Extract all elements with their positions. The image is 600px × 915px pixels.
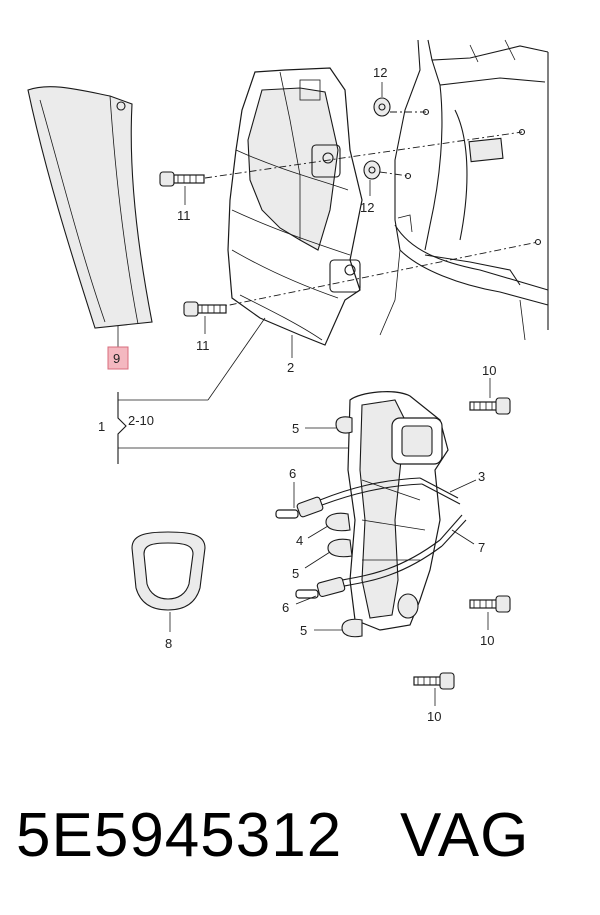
- callout-10-upper: 10: [482, 363, 496, 378]
- bulb-part-4: 4: [296, 512, 351, 548]
- bulb-part-5-upper: 5: [292, 416, 353, 436]
- nut-part-12-upper: 12: [373, 65, 391, 117]
- screw-part-11-upper: 11: [159, 171, 205, 223]
- wiring-part-3: 3: [419, 469, 485, 505]
- bulb-part-5-middle: 5: [292, 538, 353, 581]
- callout-5-upper: 5: [292, 421, 299, 436]
- callout-10-lower: 10: [427, 709, 441, 724]
- screw-part-11-lower: 11: [183, 301, 227, 353]
- wiring-part-7: 7: [439, 514, 485, 555]
- callout-10-middle: 10: [480, 633, 494, 648]
- callout-4: 4: [296, 533, 303, 548]
- gasket-part-8: 8: [131, 531, 206, 651]
- callout-7: 7: [478, 540, 485, 555]
- vehicle-body-panel: [379, 39, 549, 341]
- screw-part-10-middle: 10: [469, 595, 511, 648]
- taillight-housing-part-2: 2: [207, 67, 363, 401]
- bulb-part-5-lower: 5: [300, 618, 363, 638]
- callout-3: 3: [478, 469, 485, 484]
- bulb-carrier-assembly: [347, 391, 449, 631]
- screw-part-10-upper: 10: [469, 363, 511, 415]
- cover-panel-part-9: 9: [27, 86, 153, 370]
- bulb-part-6-lower: 6: [282, 539, 443, 615]
- callout-8: 8: [165, 636, 172, 651]
- callout-2: 2: [287, 360, 294, 375]
- callout-11-lower: 11: [196, 338, 210, 353]
- callout-5-lower: 5: [300, 623, 307, 638]
- callout-12-lower: 12: [360, 200, 374, 215]
- parts-exploded-diagram: 9 2: [27, 39, 549, 724]
- bulb-part-6-upper: 6: [275, 466, 423, 519]
- callout-9: 9: [113, 351, 120, 366]
- mounting-lines: [204, 111, 539, 309]
- callout-12-upper: 12: [373, 65, 387, 80]
- callout-1: 1: [98, 419, 105, 434]
- screw-part-10-lower: 10: [413, 672, 455, 724]
- part-number-label: 5E5945312: [16, 801, 343, 870]
- brand-label: VAG: [400, 801, 530, 870]
- callout-5-middle: 5: [292, 566, 299, 581]
- callout-6-lower: 6: [282, 600, 289, 615]
- assembly-bracket-part-1: 1 2-10: [98, 392, 348, 464]
- nut-part-12-lower: 12: [360, 160, 381, 215]
- callout-6-upper: 6: [289, 466, 296, 481]
- callout-1-range: 2-10: [128, 413, 154, 428]
- callout-11-upper: 11: [177, 208, 191, 223]
- callout-9-highlight: [107, 346, 129, 370]
